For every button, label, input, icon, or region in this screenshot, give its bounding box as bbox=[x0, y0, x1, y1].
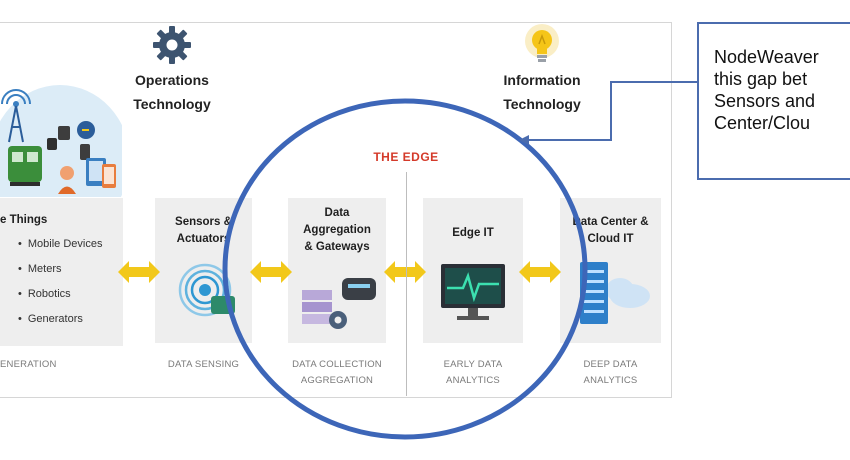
list-item: Robotics bbox=[18, 286, 102, 311]
panel-gateways-title: Data Aggregation & Gateways bbox=[303, 207, 371, 253]
gear-icon bbox=[152, 25, 192, 65]
panel-sensors: Sensors & Actuators bbox=[155, 198, 252, 343]
edge-it-footer: EARLY DATA ANALYTICS bbox=[443, 359, 503, 386]
double-arrow-icon bbox=[250, 261, 292, 283]
panel-edge-it-title: Edge IT bbox=[452, 227, 494, 239]
panel-datacenter-title: Data Center & Cloud IT bbox=[572, 216, 649, 245]
tower-icon bbox=[1, 89, 31, 143]
it-title: Information Technology bbox=[503, 72, 581, 112]
gateway-icon bbox=[302, 278, 376, 329]
ot-title: Operations Technology bbox=[133, 72, 211, 112]
ot-it-divider bbox=[406, 172, 407, 396]
sensors-footer: DATA SENSING bbox=[167, 359, 240, 370]
panel-things-title: e Things bbox=[0, 214, 48, 226]
panel-sensors-title: Sensors & Actuators bbox=[175, 216, 232, 245]
monitor-chart-icon bbox=[441, 264, 505, 320]
edge-circle bbox=[222, 98, 588, 440]
double-arrow-icon bbox=[384, 261, 426, 283]
double-arrow-icon bbox=[519, 261, 561, 283]
train-icon bbox=[8, 146, 42, 186]
list-item: Mobile Devices bbox=[18, 236, 103, 261]
panel-things: e Things Mobile Devices Meters Robotics … bbox=[0, 198, 123, 346]
lightbulb-icon bbox=[520, 22, 564, 68]
edge-label: THE EDGE bbox=[373, 150, 439, 164]
things-list: Mobile Devices Meters Robotics Generator… bbox=[18, 236, 103, 336]
things-illustration bbox=[0, 82, 122, 197]
panel-edge-it: Edge IT bbox=[423, 198, 523, 343]
list-item: Meters bbox=[18, 261, 102, 286]
callout-text: NodeWeaver this gap bet Sensors and Cent… bbox=[714, 47, 819, 133]
callout-box: NodeWeaver this gap bet Sensors and Cent… bbox=[697, 22, 850, 180]
gateways-footer: DATA COLLECTION AGGREGATION bbox=[292, 359, 382, 386]
things-footer: ENERATION bbox=[0, 359, 57, 370]
server-cloud-icon bbox=[580, 262, 650, 324]
double-arrow-icon bbox=[118, 261, 160, 283]
list-item: Generators bbox=[18, 311, 102, 336]
panel-gateways: Data Aggregation & Gateways bbox=[288, 198, 386, 343]
callout-arrow bbox=[519, 81, 697, 145]
datacenter-footer: DEEP DATA ANALYTICS bbox=[583, 359, 638, 386]
